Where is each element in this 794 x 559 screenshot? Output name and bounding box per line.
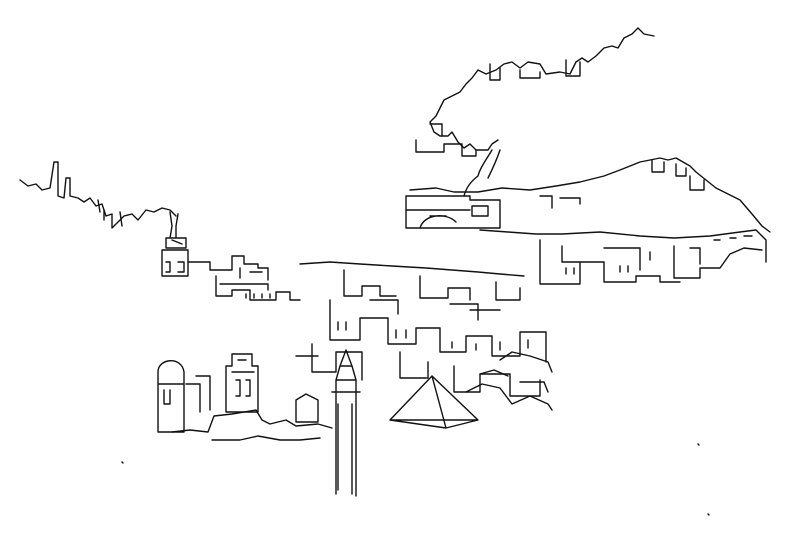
upper-ridge [429,27,655,151]
ink-lines [19,27,771,516]
domed-palace [405,195,501,229]
central-band [299,261,525,301]
right-foreground [465,351,553,411]
upper-ridge-buildings [415,59,581,157]
right-town-windows [565,235,753,275]
right-ridge-buildings [539,159,705,209]
left-square-tower [225,353,259,413]
right-town [479,229,767,285]
right-ridge [409,157,771,233]
left-round-tower [157,360,211,433]
left-church-tower [161,211,189,277]
lower-left-foreground [171,393,333,441]
central-cluster [295,299,547,397]
central-cluster-windows [337,321,529,351]
central-minaret [331,349,361,497]
left-hill-ridge [19,161,177,229]
left-hill-ridge-detail [97,199,123,227]
winding-road [463,149,501,197]
pyramid-roof [389,375,479,429]
left-mid-houses [187,255,301,301]
ink-dots [121,443,710,516]
left-mid-windows [245,293,271,299]
